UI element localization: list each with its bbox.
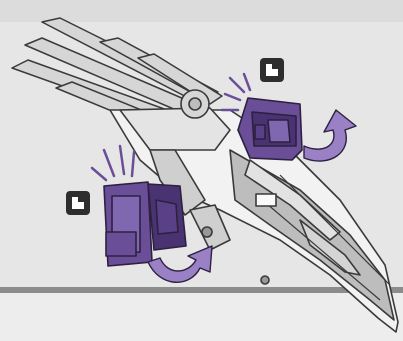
- step-marker-lower: [67, 192, 89, 214]
- upper-leg-part: [238, 98, 302, 160]
- step-marker-upper: [261, 59, 283, 81]
